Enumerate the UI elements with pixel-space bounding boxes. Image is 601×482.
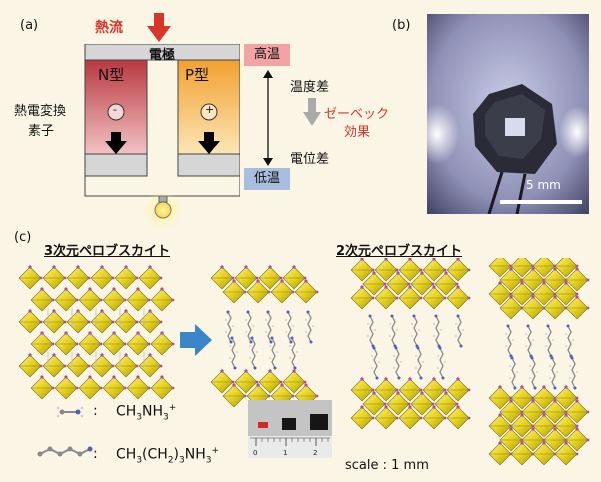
low-temp-box: 低温 <box>244 168 290 190</box>
formula-methylammonium: CH3NH3+ <box>116 403 177 423</box>
panel-b-label: (b) <box>392 18 411 33</box>
perovskite-structures <box>18 258 590 466</box>
ruler-tick-0: 0 <box>253 449 258 457</box>
methylammonium-molecule-icon <box>56 406 84 418</box>
n-type-label: N型 <box>98 66 125 84</box>
seebeck-label-line2: 効果 <box>344 125 371 140</box>
ruler-tick-2: 2 <box>313 449 318 457</box>
gray-down-arrow-icon <box>303 98 321 126</box>
high-temp-box: 高温 <box>244 44 290 66</box>
ruler-tick-1: 1 <box>283 449 288 457</box>
potential-diff-label: 電位差 <box>290 152 330 167</box>
structure-3d <box>18 264 175 400</box>
double-arrow-icon <box>263 70 273 166</box>
device-photo <box>427 14 589 214</box>
structure-2d-1 <box>210 264 319 408</box>
legend-colon-2: : <box>93 446 98 462</box>
sample-photo <box>248 400 332 458</box>
photo-scale-label: 5 mm <box>526 178 561 192</box>
thermoelectric-device-diagram <box>84 44 240 230</box>
formula-butylammonium: CH3(CH2)3NH3+ <box>116 446 220 466</box>
plus-sign: + <box>205 103 215 116</box>
heat-flow-label: 熱流 <box>95 20 123 36</box>
panel-c-label: (c) <box>14 230 32 245</box>
title-3d-perovskite: 3次元ペロブスカイト <box>44 244 171 259</box>
title-2d-perovskite: 2次元ペロブスカイト <box>336 244 463 259</box>
temp-diff-label: 温度差 <box>290 80 330 95</box>
structure-2d-3 <box>488 258 590 466</box>
structure-2d-2 <box>350 258 471 430</box>
legend-colon-1: : <box>93 403 98 419</box>
electrode-label: 電極 <box>149 48 176 63</box>
transform-arrow-icon <box>180 324 212 356</box>
panel-a-label: (a) <box>20 18 39 33</box>
heat-flow-arrow-icon <box>147 13 171 42</box>
minus-sign: - <box>113 103 117 116</box>
element-label: 熱電変換 <box>14 104 67 119</box>
p-type-label: P型 <box>185 66 210 84</box>
butylammonium-molecule-icon <box>37 446 93 457</box>
element-label-line2: 素子 <box>28 124 55 139</box>
sample-scale-label: scale : 1 mm <box>345 458 429 473</box>
seebeck-label: ゼーベック <box>324 107 390 122</box>
